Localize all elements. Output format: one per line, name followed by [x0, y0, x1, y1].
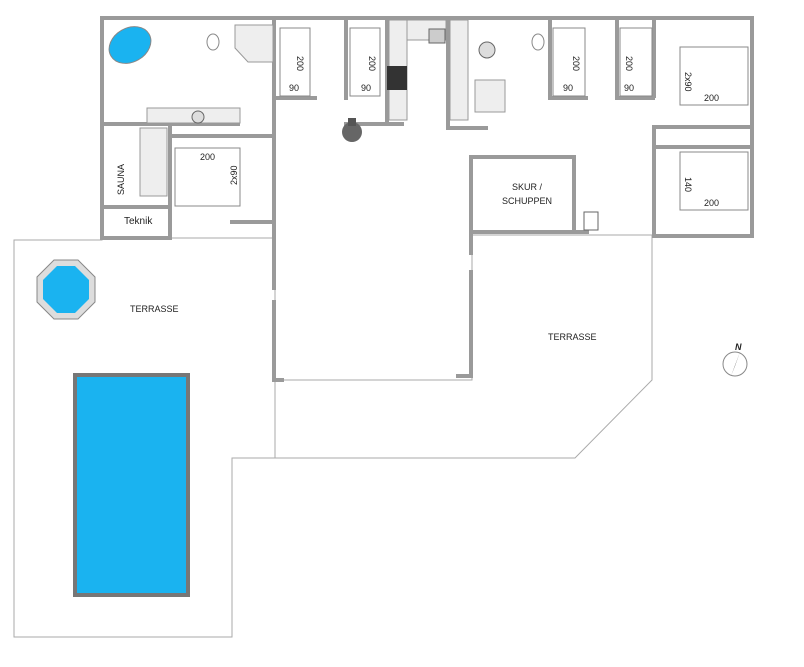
fireplace-icon	[342, 122, 362, 142]
bed	[174, 147, 241, 207]
toilet-icon	[206, 33, 220, 51]
terrace-right-outline	[274, 234, 653, 459]
bed-length: 200	[571, 56, 581, 71]
compass-icon: N	[722, 342, 748, 377]
bed-width: 90	[624, 83, 634, 93]
bed-length: 200	[704, 198, 719, 208]
bed	[349, 27, 381, 97]
sink-icon	[428, 28, 446, 44]
room-label-sauna: SAUNA	[116, 164, 126, 195]
room-label-terrace-left: TERRASSE	[130, 304, 179, 314]
bed-length: 200	[200, 152, 215, 162]
bed-width: 90	[563, 83, 573, 93]
washing-machine-icon	[583, 211, 599, 231]
room-label-terrace-right: TERRASSE	[548, 332, 597, 342]
room-label-shed: SCHUPPEN	[502, 196, 552, 206]
bed-length: 200	[295, 56, 305, 71]
washbasin-icon	[191, 110, 205, 124]
shower-icon	[474, 79, 506, 113]
bed	[679, 46, 749, 106]
bed-length: 200	[624, 56, 634, 71]
washbasin-icon	[478, 41, 496, 59]
bed-width: 2x90	[229, 165, 239, 185]
kitchen-island	[449, 19, 469, 121]
pool	[73, 373, 190, 597]
bed	[679, 151, 749, 211]
stove-icon	[387, 66, 407, 90]
bed	[552, 27, 586, 97]
bed-length: 200	[704, 93, 719, 103]
bed-width: 140	[683, 177, 693, 192]
svg-text:N: N	[735, 342, 742, 352]
room-label-shed: SKUR /	[512, 182, 543, 192]
bed-width: 90	[289, 83, 299, 93]
toilet-icon	[531, 33, 545, 51]
bed-width: 2x90	[683, 72, 693, 92]
bed	[619, 27, 653, 97]
sauna-bench	[139, 127, 168, 197]
bathtub-icon	[108, 26, 152, 64]
bed	[279, 27, 311, 97]
room-label-technik: Teknik	[124, 216, 153, 227]
bed-width: 90	[361, 83, 371, 93]
shower-icon	[234, 24, 274, 63]
bed-length: 200	[367, 56, 377, 71]
